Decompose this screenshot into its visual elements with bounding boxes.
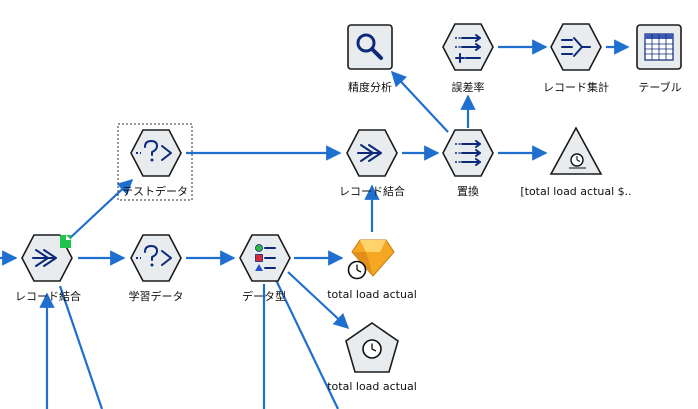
node-error-rate[interactable]: 誤差率 [442, 23, 494, 94]
node-data-type[interactable]: データ型 [239, 234, 291, 303]
node-label: total load actual [327, 380, 417, 393]
node-analysis[interactable]: 精度分析 [347, 24, 393, 94]
node-label: total load actual [327, 288, 417, 301]
sample-question-icon [136, 245, 172, 267]
clock-icon [347, 260, 367, 280]
edge-type-to-pentagon [287, 271, 350, 330]
edge-replace-to-analysis [390, 70, 449, 133]
edge-offscreen-down-3 [275, 279, 339, 409]
type-icon [255, 244, 276, 271]
node-merge-mid[interactable]: レコード結合 [339, 129, 405, 198]
derive-arrows-icon [455, 140, 481, 166]
node-label: [total load actual $.. [520, 185, 631, 198]
node-label: 精度分析 [348, 80, 392, 94]
merge-chevron-icon [357, 144, 382, 162]
node-merge-left[interactable]: レコード結合 [15, 234, 81, 303]
node-test-data[interactable]: テストデータ [117, 123, 193, 201]
connections [0, 39, 630, 409]
node-label: テーブル [638, 80, 681, 94]
node-replace[interactable]: 置換 [442, 129, 494, 198]
derive-plus-icon [455, 34, 481, 63]
sample-question-icon [136, 140, 172, 162]
node-label: レコード結合 [339, 184, 405, 198]
node-timeplot[interactable]: [total load actual $.. [520, 126, 632, 198]
node-model-gem[interactable]: total load actual [327, 239, 417, 301]
node-label: データ型 [242, 289, 286, 303]
node-label: レコード結合 [15, 289, 81, 303]
merge-chevron-icon [32, 249, 57, 267]
node-label: レコード集計 [543, 80, 609, 94]
new-output-badge-icon [60, 235, 71, 248]
node-label: 誤差率 [452, 80, 485, 94]
table-icon [644, 33, 674, 61]
edge-merge-left-to-test-data [69, 178, 134, 239]
node-aggregate[interactable]: レコード集計 [543, 23, 609, 94]
selection-box [117, 123, 193, 201]
node-label: テストデータ [122, 184, 188, 198]
node-table[interactable]: テーブル [636, 24, 682, 94]
timeseries-model-icon [362, 339, 382, 359]
node-model-pentagon[interactable]: total load actual [327, 322, 417, 393]
timeplot-icon [569, 153, 586, 169]
aggregate-icon [561, 37, 591, 57]
node-label: 置換 [457, 185, 479, 198]
edge-offscreen-down-1 [58, 285, 104, 409]
node-train-data[interactable]: 学習データ [129, 234, 184, 303]
node-label: 学習データ [129, 289, 184, 303]
magnifier-icon [356, 33, 383, 60]
